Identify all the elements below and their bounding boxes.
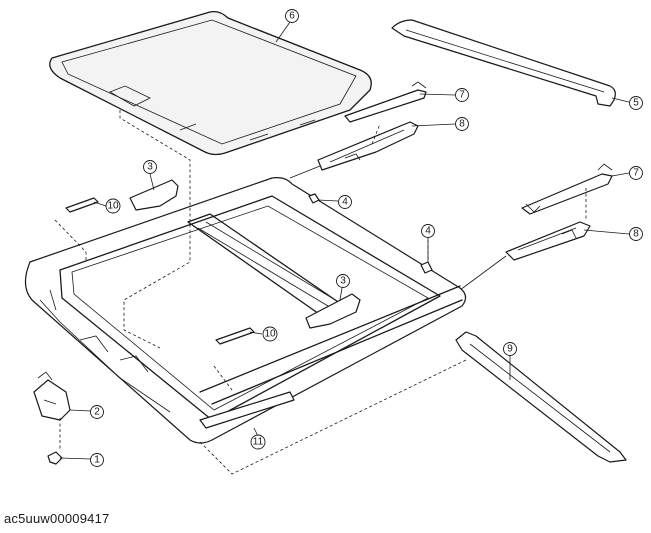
- callout-1: 1: [90, 453, 104, 467]
- screw-part: [47, 451, 63, 465]
- callout-4-upper: 4: [338, 195, 352, 209]
- guide-rail-right-part: [521, 163, 613, 215]
- callout-8-right: 8: [629, 227, 643, 241]
- callout-11-label: 11: [253, 437, 264, 448]
- callout-3-upper-label: 3: [147, 162, 153, 173]
- callout-2-label: 2: [94, 407, 100, 418]
- callout-8-upper-label: 8: [459, 119, 465, 130]
- clip-middle-part: [215, 327, 255, 345]
- callout-6: 6: [285, 9, 299, 23]
- glass-panel-part: [49, 10, 372, 156]
- sunroof-frame-part: [24, 177, 467, 444]
- callout-7-upper: 7: [455, 88, 469, 102]
- callout-10-upper-label: 10: [107, 201, 119, 212]
- callout-3-middle: 3: [336, 274, 350, 288]
- nut-right-part: [420, 261, 433, 274]
- deflector-part: [391, 19, 616, 107]
- bracket-upper-part: [129, 179, 179, 211]
- slider-right-part: [459, 221, 591, 291]
- callout-9-label: 9: [507, 344, 513, 355]
- motor-part: [33, 371, 71, 421]
- callout-7-upper-label: 7: [459, 90, 465, 101]
- clip-upper-part: [65, 197, 99, 213]
- callout-3-middle-label: 3: [340, 276, 346, 287]
- lower-trim-part: [199, 391, 295, 429]
- drain-trough-part: [455, 331, 627, 463]
- callout-10-middle-label: 10: [264, 329, 276, 340]
- callout-6-label: 6: [289, 11, 295, 22]
- bracket-middle-part: [305, 293, 361, 329]
- callout-9: 9: [503, 342, 517, 356]
- callout-5: 5: [629, 96, 643, 110]
- figure-code: ac5uuw00009417: [4, 511, 110, 526]
- callout-leader-lines: [59, 21, 630, 460]
- callout-5-label: 5: [633, 98, 639, 109]
- callout-8-upper: 8: [455, 117, 469, 131]
- callout-3-upper: 3: [143, 160, 157, 174]
- callout-7-right: 7: [629, 166, 643, 180]
- callout-4-upper-label: 4: [342, 197, 348, 208]
- callout-11: 11: [250, 434, 266, 450]
- callout-10-middle: 10: [262, 326, 278, 342]
- slider-upper-part: [289, 121, 419, 179]
- callout-4-right: 4: [421, 224, 435, 238]
- callout-7-right-label: 7: [633, 168, 639, 179]
- callout-1-label: 1: [94, 455, 100, 466]
- callout-2: 2: [90, 405, 104, 419]
- callout-10-upper: 10: [105, 198, 121, 214]
- guide-rail-upper-part: [344, 81, 427, 123]
- callout-4-right-label: 4: [425, 226, 431, 237]
- callout-8-right-label: 8: [633, 229, 639, 240]
